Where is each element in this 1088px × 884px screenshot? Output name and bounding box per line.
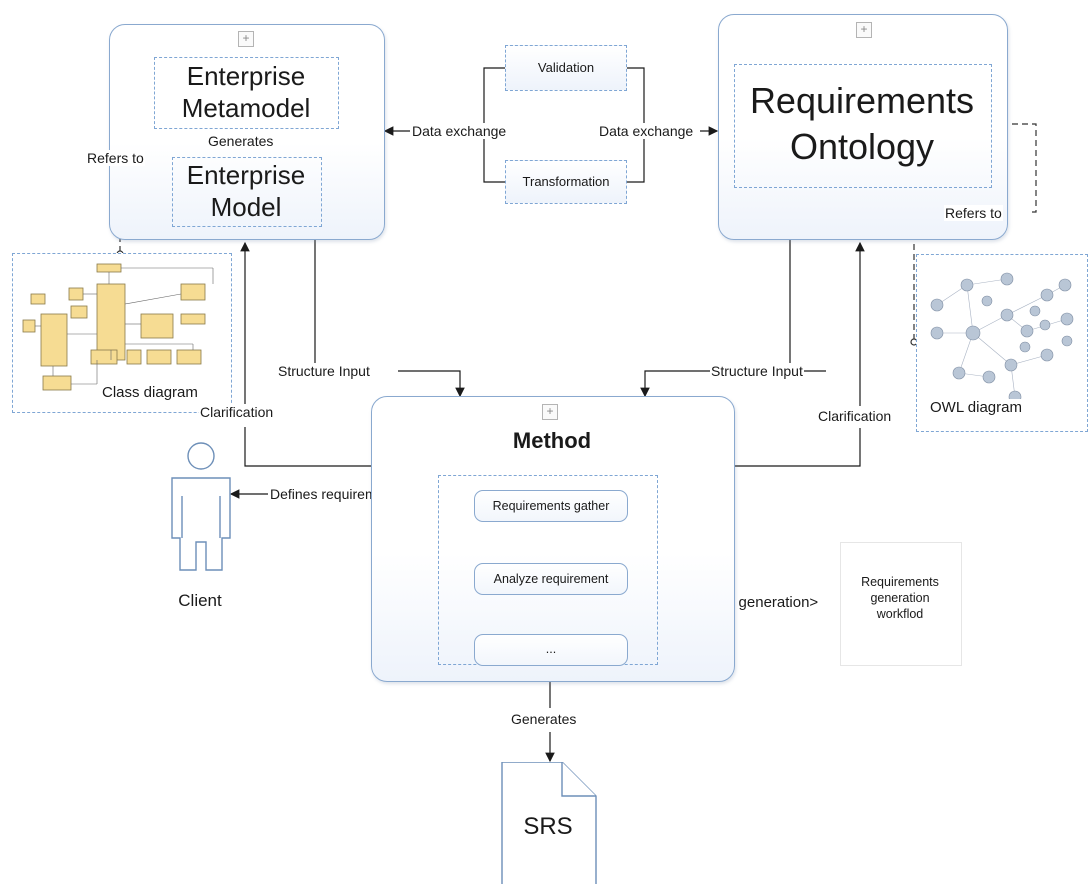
- client-icon: [171, 442, 231, 571]
- defines-requirements-label: Defines requirements: [269, 486, 405, 502]
- clarification-right-label: Clarification: [817, 408, 893, 424]
- requirements-ontology-box[interactable]: [734, 64, 992, 188]
- method-title: Method: [512, 428, 592, 453]
- refers-to-left-label: Refers to: [86, 150, 145, 166]
- srs-label: SRS: [523, 813, 573, 840]
- generates-label: Generates: [207, 133, 275, 149]
- generates-srs-label: Generates: [510, 711, 578, 727]
- structure-line-left-up: [278, 240, 316, 372]
- data-exchange-right-label: Data exchange: [598, 123, 695, 139]
- class-diagram-image: [22, 263, 214, 391]
- structure-arrow-left: [398, 370, 465, 398]
- expand-icon[interactable]: +: [856, 22, 872, 38]
- data-exchange-left-label: Data exchange: [411, 123, 508, 139]
- enterprise-model-title: Enterprise Model: [186, 160, 306, 222]
- structure-arrow-right: [640, 370, 710, 398]
- clarification-line-right: [735, 428, 861, 467]
- clarification-left-label: Clarification: [199, 404, 275, 420]
- refers-to-right-label: Refers to: [944, 205, 1003, 221]
- validation-box[interactable]: Validation: [505, 45, 627, 91]
- owl-diagram-caption: OWL diagram: [930, 399, 1022, 416]
- ontology-panel: [718, 14, 1008, 240]
- enterprise-panel: [109, 24, 385, 240]
- step-ellipsis[interactable]: ...: [474, 634, 628, 666]
- structure-line-right-up: [789, 240, 826, 372]
- step-requirements-gather[interactable]: Requirements gather: [474, 490, 628, 522]
- class-diagram-caption: Class diagram: [102, 384, 198, 401]
- srs-document-icon: [501, 762, 597, 884]
- client-label: Client: [178, 591, 222, 610]
- expand-icon[interactable]: +: [238, 31, 254, 47]
- structure-input-right-label: Structure Input: [710, 363, 804, 379]
- requirements-generation-workflow-box[interactable]: [840, 542, 962, 666]
- refers-to-right-line-b: [996, 124, 1037, 213]
- enterprise-metamodel-title: Enterprise Metamodel: [181, 61, 311, 123]
- enterprise-model-box[interactable]: [172, 157, 322, 227]
- transformation-box[interactable]: Transformation: [505, 160, 627, 204]
- structure-input-left-label: Structure Input: [277, 363, 371, 379]
- step-analyze-requirement[interactable]: Analyze requirement: [474, 563, 628, 595]
- owl-diagram-image: [930, 272, 1074, 404]
- requirements-ontology-title: Requirements Ontology: [749, 80, 975, 167]
- enterprise-metamodel-box[interactable]: [154, 57, 339, 129]
- expand-icon[interactable]: +: [542, 404, 558, 420]
- clarification-line-left: [244, 427, 372, 467]
- requirements-generation-workflow-label: Requirements generation workflod: [861, 575, 939, 621]
